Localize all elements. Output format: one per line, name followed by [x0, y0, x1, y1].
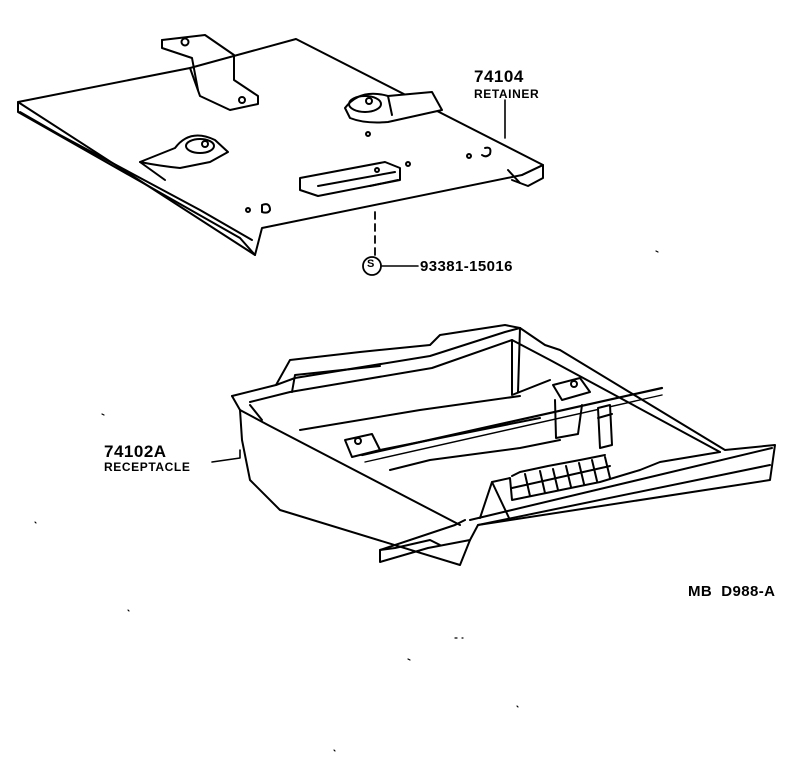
receptacle-part-name: RECEPTACLE [104, 460, 191, 474]
screw-callout [362, 211, 419, 276]
scan-specks [34, 250, 659, 752]
receptacle-part [211, 324, 776, 566]
screw-part-number: 93381-15016 [420, 258, 513, 275]
retainer-part [17, 34, 544, 256]
drawing-code: MB D988-A [688, 583, 776, 600]
receptacle-part-number: 74102A [104, 442, 167, 461]
screw-symbol: S [367, 258, 375, 270]
retainer-part-name: RETAINER [474, 87, 540, 101]
retainer-part-number: 74104 [474, 67, 524, 86]
